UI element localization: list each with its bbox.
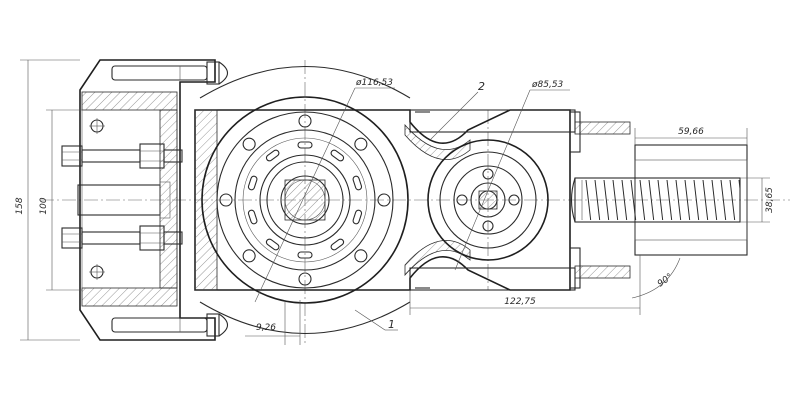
bolt-hole: [354, 137, 368, 151]
dimension-38-65: 38,65: [765, 187, 775, 213]
dimension-lines: [20, 59, 770, 345]
dimension-dia-big: ø116,53: [355, 78, 393, 88]
bolt-hole: [298, 114, 312, 128]
big-wheel-slots: [247, 141, 363, 259]
dimension-9-26: 9,26: [256, 323, 276, 333]
ring-slot: [247, 209, 258, 225]
small-bolt-hole: [456, 194, 468, 206]
ring-slot: [247, 175, 258, 191]
ring-slot: [297, 251, 313, 259]
ring-slot: [330, 238, 345, 251]
part-label-2: 2: [478, 80, 485, 93]
bolt-hole: [242, 137, 256, 151]
part-label-1: 1: [388, 318, 395, 331]
dimension-angle-90: 90°: [656, 272, 675, 289]
right-bracket: [409, 109, 631, 291]
bolt-hole: [354, 249, 368, 263]
lower-screw: [61, 225, 183, 251]
top-bolt: [111, 61, 229, 85]
ring-slot: [352, 209, 363, 225]
big-wheel: [201, 96, 409, 304]
ring-slot: [265, 149, 280, 162]
bolt-hole: [219, 193, 233, 207]
dimension-158: 158: [15, 197, 25, 214]
small-bolt-hole: [482, 168, 494, 180]
big-wheel-holes: [219, 114, 391, 286]
dimension-59-66: 59,66: [678, 127, 704, 137]
bolt-hole: [298, 272, 312, 286]
dimension-100: 100: [39, 197, 49, 214]
bottom-bolt: [111, 313, 229, 337]
small-wheel-holes: [456, 168, 520, 232]
small-wheel: [427, 139, 549, 261]
ring-slot: [265, 238, 280, 251]
bolt-hole: [377, 193, 391, 207]
ring-slot: [297, 141, 313, 149]
bolt-hole: [242, 249, 256, 263]
small-bolt-hole: [482, 220, 494, 232]
small-bolt-hole: [508, 194, 520, 206]
dimension-122-75: 122,75: [504, 297, 536, 307]
spring-cylinder: [570, 144, 748, 256]
upper-screw: [61, 143, 183, 169]
ring-slot: [330, 149, 345, 162]
dimension-dia-small: ø85,53: [531, 80, 564, 90]
ring-slot: [352, 175, 363, 191]
